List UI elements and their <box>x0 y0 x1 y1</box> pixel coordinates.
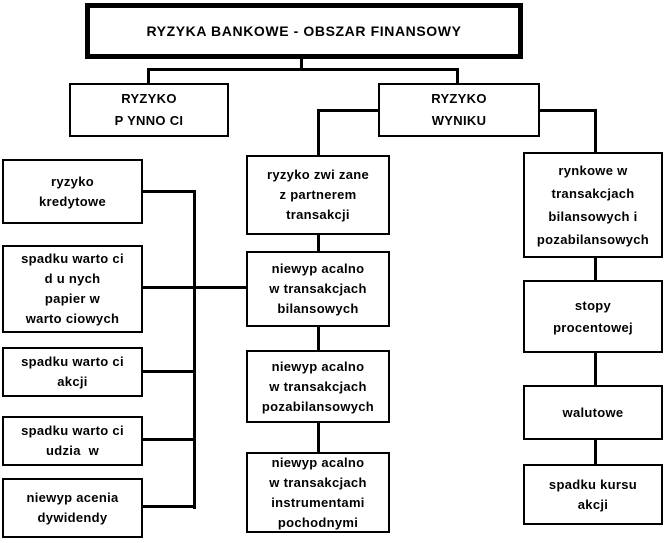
connector-left-spine <box>193 190 196 509</box>
node-ryzyko-plynnosci: RYZYKO P YNNO CI <box>69 83 229 137</box>
node-spadku-wartosci-udzialow: spadku warto ci udzia w <box>2 416 143 466</box>
connector-stakes-stub <box>143 438 195 441</box>
node-spadku-kursu-akcji: spadku kursu akcji <box>523 464 663 525</box>
connector-right-2-3 <box>594 353 597 385</box>
node-niewyplacalnosc-pozabilansowe: niewyp acalno w transakcjach pozabilanso… <box>246 350 390 423</box>
connector-wyniku-left-horizontal <box>318 109 380 112</box>
connector-right-top-drop <box>594 109 597 152</box>
node-spadku-wartosci-akcji: spadku warto ci akcji <box>2 347 143 397</box>
connector-debt-to-middle <box>143 286 248 289</box>
connector-branch-horizontal <box>147 68 459 71</box>
connector-branch-left-drop <box>147 68 150 83</box>
node-root-title: RYZYKA BANKOWE - OBSZAR FINANSOWY <box>85 3 523 59</box>
node-ryzyko-wyniku: RYZYKO WYNIKU <box>378 83 540 137</box>
connector-middle-1-2 <box>317 235 320 251</box>
node-spadku-wartosci-papierow: spadku warto ci d u nych papier w warto … <box>2 245 143 333</box>
node-niewyplacalnosc-pochodne: niewyp acalno w transakcjach instrumenta… <box>246 452 390 533</box>
connector-branch-right-drop <box>456 68 459 83</box>
connector-shares-stub <box>143 370 195 373</box>
connector-right-3-4 <box>594 440 597 464</box>
node-ryzyko-partnera-transakcji: ryzyko zwi zane z partnerem transakcji <box>246 155 390 235</box>
node-niewyplacalnosc-bilansowe: niewyp acalno w transakcjach bilansowych <box>246 251 390 327</box>
connector-middle-3-4 <box>317 423 320 452</box>
connector-middle-top-drop <box>317 109 320 155</box>
node-ryzyko-kredytowe: ryzyko kredytowe <box>2 159 143 224</box>
connector-wyniku-right-horizontal <box>538 109 596 112</box>
connector-right-1-2 <box>594 258 597 280</box>
node-walutowe: walutowe <box>523 385 663 440</box>
node-stopy-procentowej: stopy procentowej <box>523 280 663 353</box>
connector-root-stem <box>300 59 303 70</box>
connector-dividend-stub <box>143 505 195 508</box>
connector-credit-stub <box>143 190 195 193</box>
node-niewyplacenia-dywidendy: niewyp acenia dywidendy <box>2 478 143 538</box>
node-rynkowe-transakcje: rynkowe w transakcjach bilansowych i poz… <box>523 152 663 258</box>
connector-middle-2-3 <box>317 327 320 350</box>
